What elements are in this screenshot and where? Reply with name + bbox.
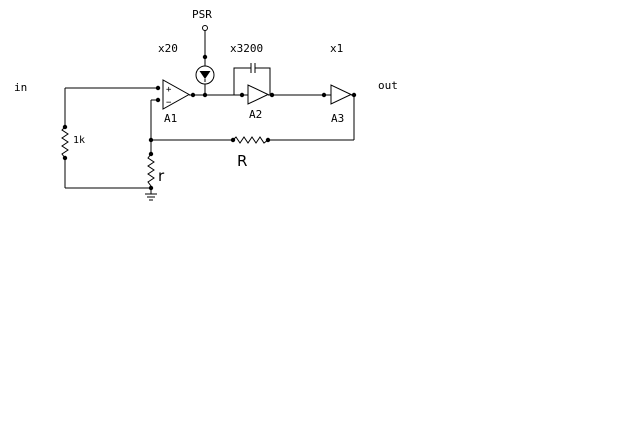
amp-a2-label: A2: [249, 108, 262, 121]
a1-gain-label: x20: [158, 42, 178, 55]
output-label: out: [378, 79, 398, 92]
amplifier-a1: + −: [162, 79, 191, 110]
psr-terminal: [202, 25, 208, 66]
feedback-resistor-label: R: [237, 152, 247, 170]
inverting-input-wire: [148, 97, 161, 157]
ground-icon: [145, 188, 157, 201]
capacitor-icon: [233, 63, 271, 95]
amp-a1-label: A1: [164, 112, 177, 125]
a1-plus-sign: +: [166, 85, 172, 95]
input-label: in: [14, 81, 27, 94]
input-wire: [64, 85, 161, 127]
a1-output-wire: [189, 92, 248, 98]
input-resistor-label: 1k: [73, 135, 85, 146]
ground-resistor-label: r: [158, 167, 165, 185]
amplifier-a2: [247, 84, 270, 105]
feedback-wire: [151, 136, 354, 144]
amplifier-a3: [330, 84, 353, 105]
input-resistor-icon: [61, 124, 151, 189]
current-source-icon: [195, 65, 215, 95]
a2-output-wire: [268, 92, 331, 98]
psr-label: PSR: [192, 8, 212, 21]
feedback-resistor-icon: [232, 136, 269, 144]
a1-minus-sign: −: [166, 98, 172, 108]
a3-gain-label: x1: [330, 42, 343, 55]
amp-a3-label: A3: [331, 112, 344, 125]
output-wire: [351, 92, 357, 140]
ground-resistor-icon: [147, 153, 155, 191]
a2-gain-label: x3200: [230, 42, 263, 55]
